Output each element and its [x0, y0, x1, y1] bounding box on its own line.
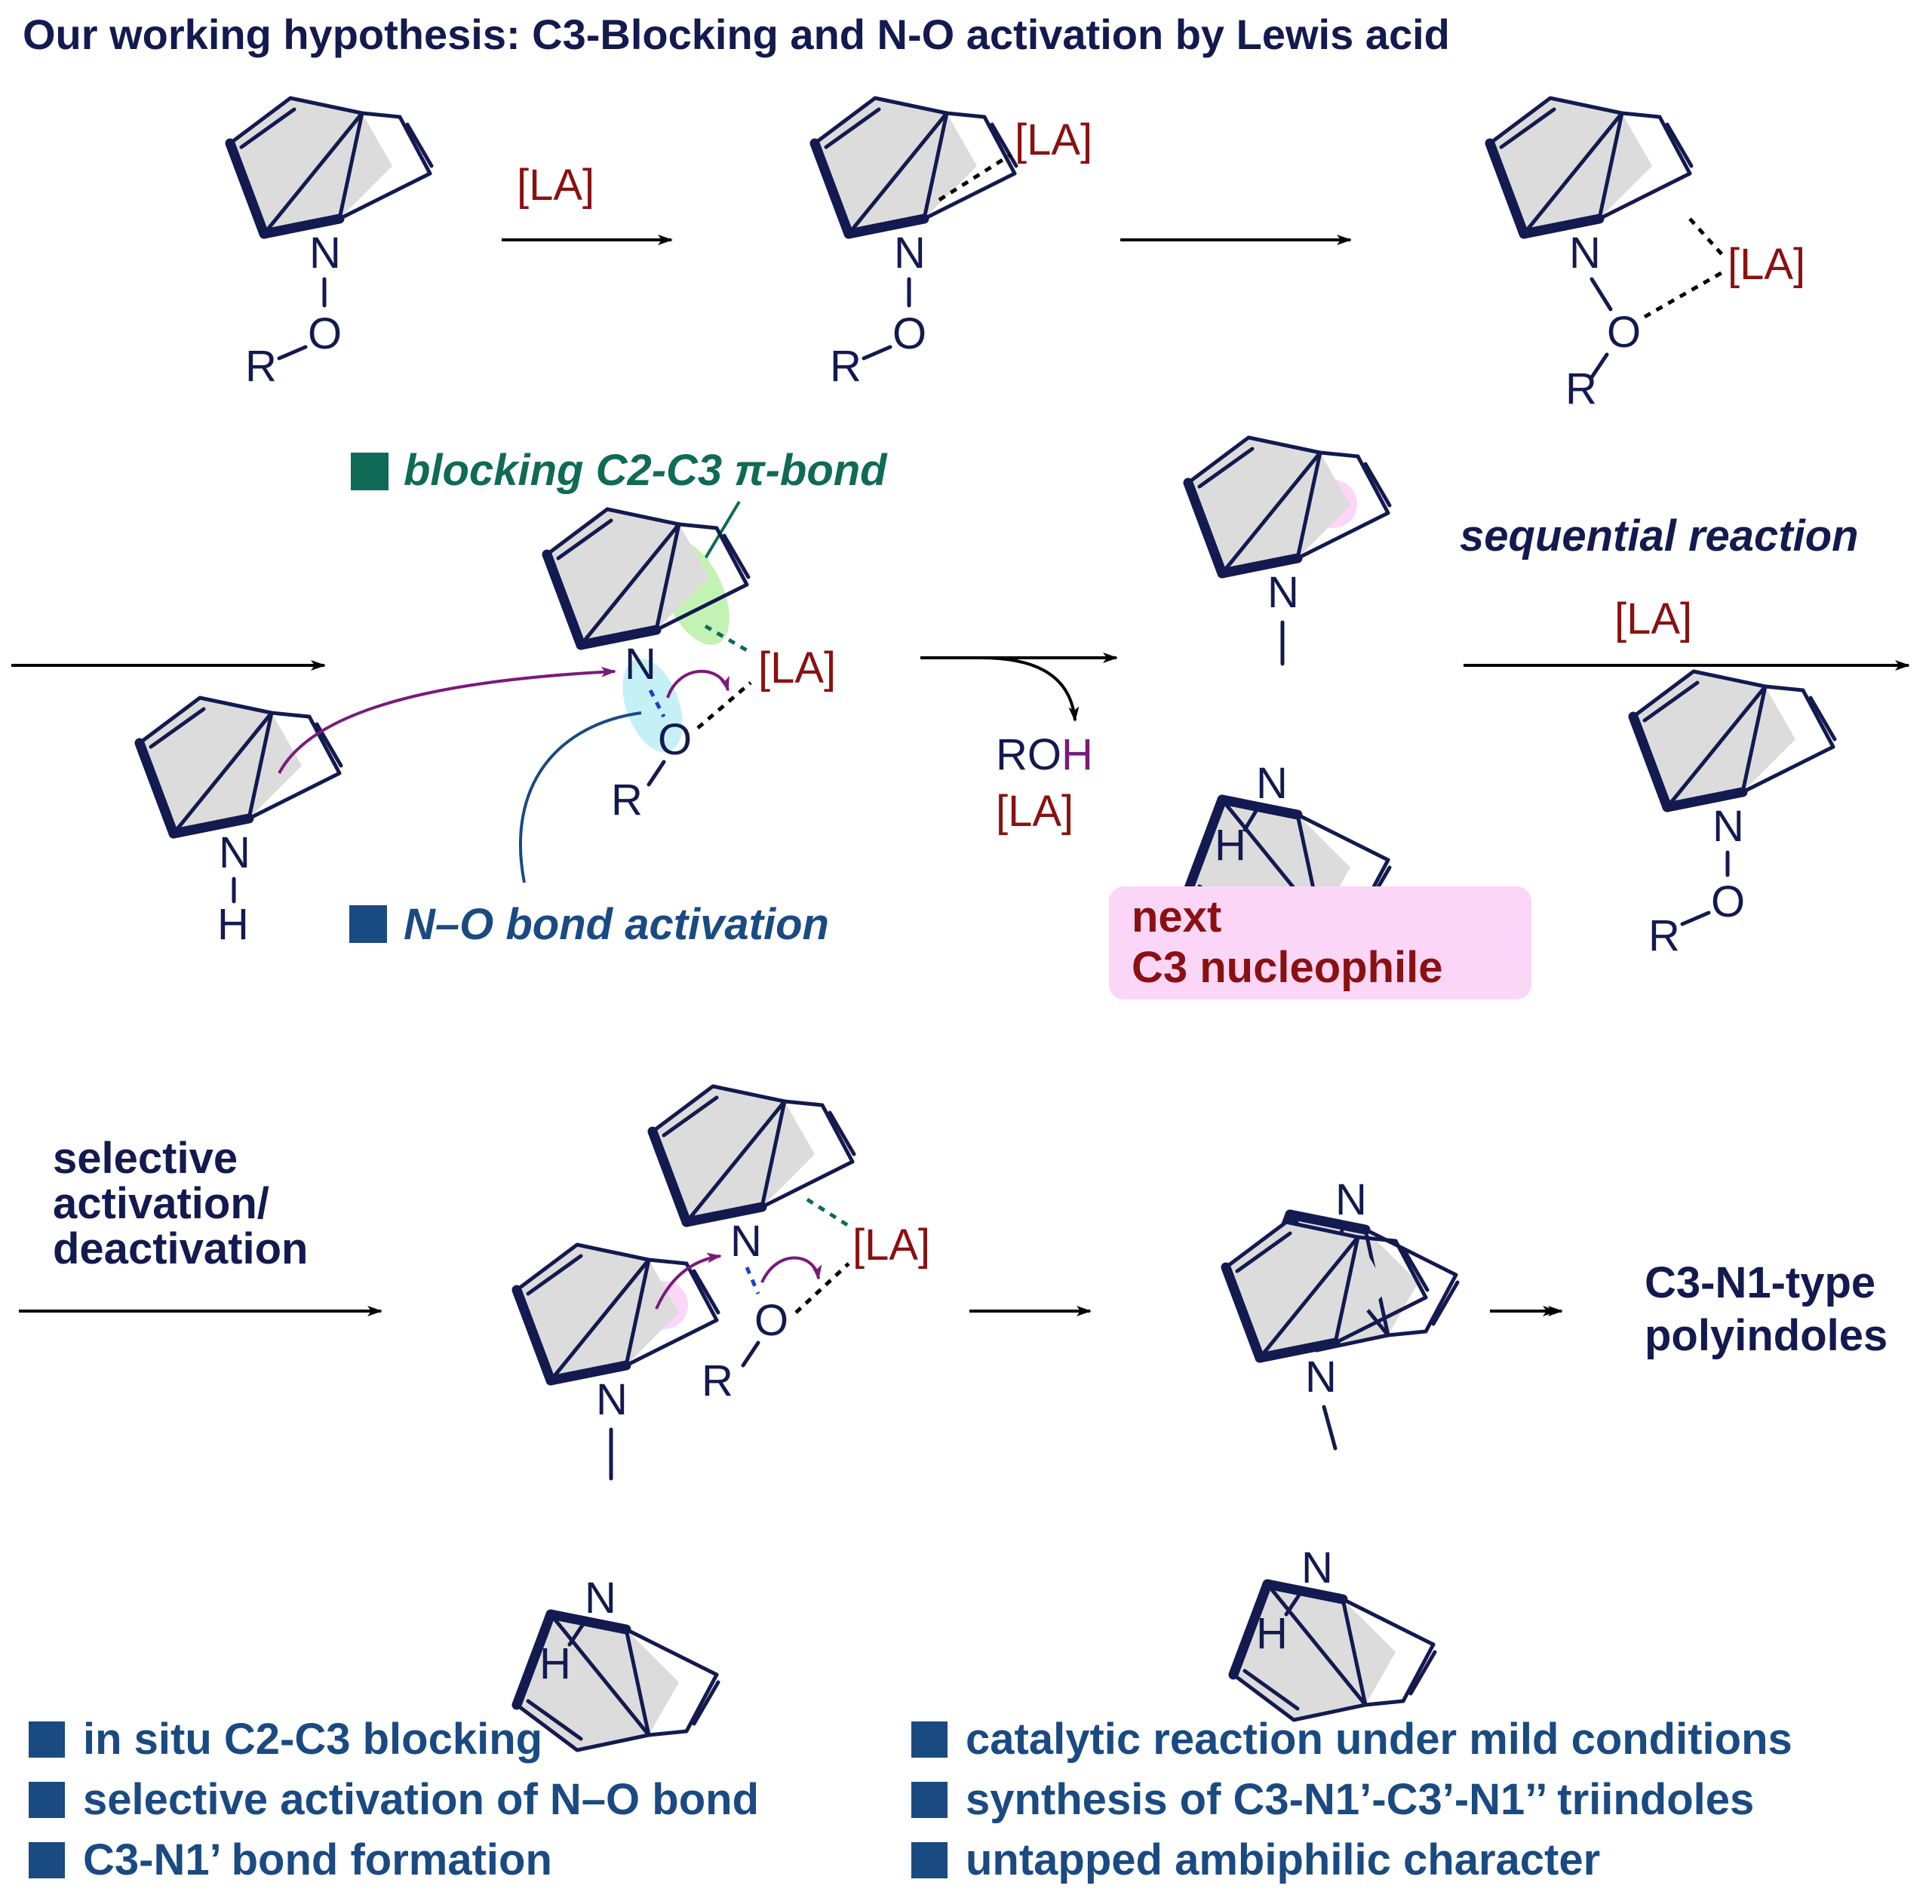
triindole-product: N N N H [1226, 1175, 1457, 1720]
svg-text:deactivation: deactivation [53, 1224, 308, 1273]
atom-o: O [1711, 877, 1745, 926]
bullet-item: in situ C2-C3 blocking [83, 1715, 542, 1764]
atom-o: O [754, 1296, 788, 1345]
page-title: Our working hypothesis: C3-Blocking and … [23, 11, 1450, 58]
atom-n: N [309, 229, 341, 278]
atom-n: N [730, 1217, 762, 1266]
atom-o: O [1607, 308, 1641, 357]
atom-h: H [539, 1639, 571, 1688]
atom-o: O [892, 309, 926, 358]
bullet-item: catalytic reaction under mild conditions [966, 1715, 1792, 1764]
bullets-right: catalytic reaction under mild conditions… [911, 1715, 1792, 1884]
atom-n: N [625, 640, 656, 689]
atom-r: R [830, 342, 862, 391]
activated-dimer-complex: N O R [LA] N N H [517, 1086, 930, 1750]
atom-h: H [1215, 821, 1246, 870]
svg-text:selective: selective [53, 1134, 238, 1183]
bullet-square-blue [349, 905, 387, 943]
lewis-acid-label: [LA] [852, 1221, 930, 1270]
sequential-label: sequential reaction [1460, 511, 1859, 560]
atom-n: N [894, 229, 926, 278]
lewis-acid-label: [LA] [758, 643, 836, 693]
indole-la-complex: N O R [LA] [815, 98, 1092, 391]
atom-o: O [308, 309, 342, 358]
blocking-text: blocking C2-C3 π-bond [404, 446, 888, 495]
indole-nh-nucleophile: N H [140, 666, 616, 949]
bullet-square-green [351, 453, 389, 490]
atom-n: N [596, 1375, 628, 1424]
bullet-item: selective activation of N–O bond [83, 1775, 759, 1824]
activation-label: N–O bond activation [349, 711, 829, 949]
badge-line-1: next [1132, 892, 1221, 941]
c3-n1-biindole: N N H [1188, 438, 1390, 935]
byproduct-la: [LA] [996, 787, 1074, 836]
lewis-acid-label: [LA] [1728, 240, 1805, 289]
nucleophilic-attack-arrow [278, 666, 616, 774]
atom-h: H [217, 900, 249, 949]
atom-r: R [611, 775, 643, 825]
bullets-left: in situ C2-C3 blocking selective activat… [29, 1715, 759, 1884]
atom-n: N [1712, 802, 1744, 851]
badge-line-2: C3 nucleophile [1132, 943, 1443, 992]
atom-n: N [1301, 1543, 1333, 1592]
atom-r: R [1565, 364, 1597, 413]
indole-n-oxy-reagent: N O R [1633, 671, 1835, 960]
atom-r: R [702, 1356, 733, 1405]
atom-n: N [1569, 229, 1601, 278]
byproduct-ro: ROH [996, 730, 1093, 779]
atom-r: R [1648, 911, 1680, 960]
bullet-item: C3-N1’ bond formation [83, 1835, 552, 1884]
indole-chelate-la: N O R [LA] [1490, 98, 1805, 413]
byproduct-arrow [980, 656, 1080, 722]
blocking-label: blocking C2-C3 π-bond [351, 446, 888, 560]
next-nucleophile-badge: next C3 nucleophile [1109, 886, 1531, 1000]
product-label-line-1: C3-N1-type [1645, 1258, 1875, 1307]
atom-n: N [1305, 1353, 1337, 1402]
lewis-acid-label: [LA] [1015, 115, 1092, 164]
atom-o: O [658, 715, 692, 764]
atom-n: N [585, 1574, 616, 1623]
svg-text:activation/: activation/ [53, 1179, 269, 1228]
bullet-item: untapped ambiphilic character [966, 1835, 1600, 1884]
double-arrow [1490, 1306, 1563, 1316]
selective-label: selective activation/ deactivation [53, 1134, 308, 1273]
bullet-item: synthesis of C3-N1’-C3’-N1’’ triindoles [966, 1775, 1754, 1824]
activation-text: N–O bond activation [404, 900, 829, 949]
atom-n: N [1256, 759, 1288, 808]
atom-n: N [1267, 568, 1299, 617]
arrow-label-la-1: [LA] [517, 161, 594, 210]
product-label-line-2: polyindoles [1645, 1311, 1887, 1360]
atom-r: R [245, 342, 277, 391]
indole-n-oxy-1: N O R [230, 98, 432, 391]
atom-n: N [219, 828, 250, 877]
atom-h: H [1256, 1609, 1288, 1658]
atom-n: N [1335, 1175, 1367, 1224]
activated-indole-complex: N O R [LA] [547, 509, 836, 825]
sequential-la: [LA] [1614, 594, 1692, 643]
